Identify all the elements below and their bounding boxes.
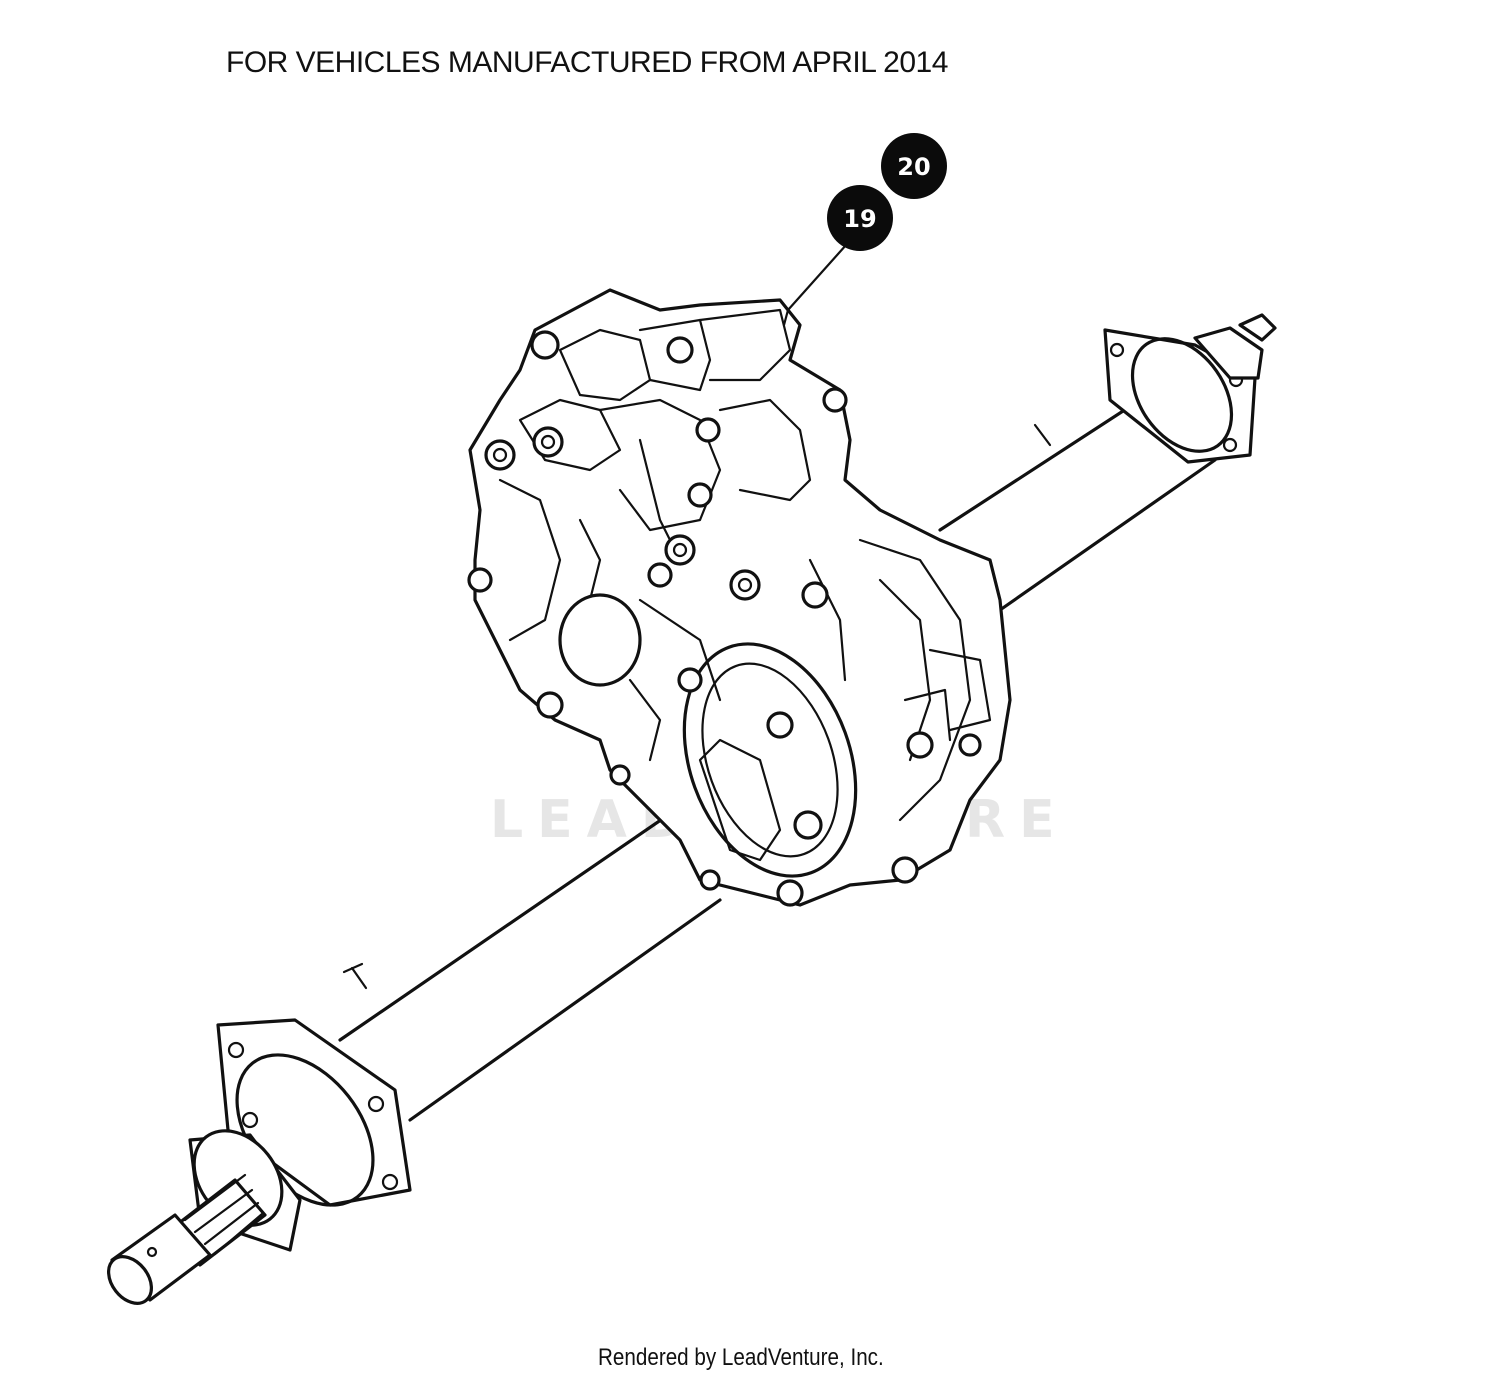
callout-badge-20[interactable]: 20 <box>881 133 947 199</box>
bolt-heads <box>467 330 982 907</box>
callout-leader-line <box>782 233 857 327</box>
left-axle-tube <box>338 798 722 1122</box>
svg-text:19: 19 <box>843 205 876 233</box>
footer-credit: Rendered by LeadVenture, Inc. <box>598 1344 884 1371</box>
right-axle-tube <box>938 398 1217 612</box>
svg-text:20: 20 <box>897 153 930 181</box>
output-shaft <box>107 1129 302 1305</box>
right-flange <box>1103 313 1277 464</box>
callout-badge-19[interactable]: 19 <box>827 185 893 251</box>
diagram-title: FOR VEHICLES MANUFACTURED FROM APRIL 201… <box>226 46 948 79</box>
